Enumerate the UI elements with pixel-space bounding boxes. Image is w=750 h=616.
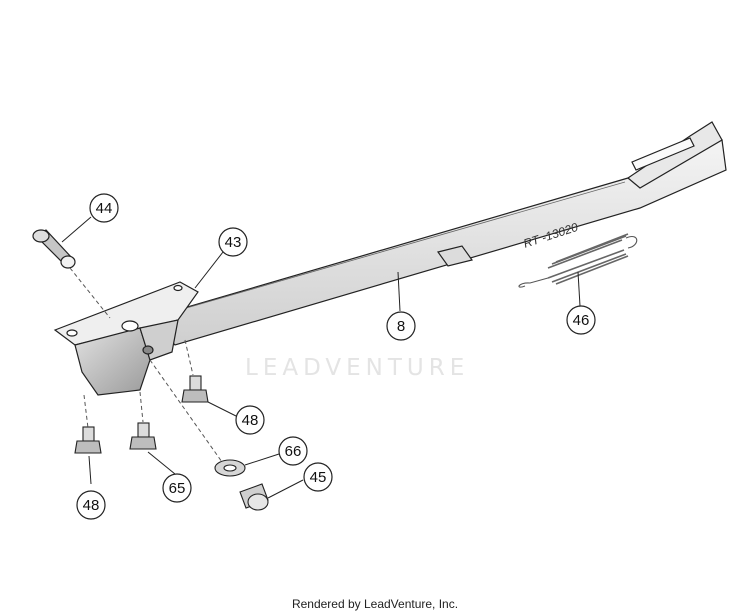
bolt-shank (82, 426, 95, 442)
bushing-flange (60, 255, 76, 269)
assembly-line (139, 391, 144, 423)
callout-45: 45 (303, 462, 333, 492)
bracket-hole (66, 329, 78, 337)
pivot-bolt-head (247, 493, 269, 511)
assembly-line (69, 267, 111, 319)
callout-66: 66 (278, 436, 308, 466)
callout-circle (89, 193, 119, 223)
callout-number: 43 (225, 234, 242, 251)
bolt-shank (189, 375, 202, 391)
spring-hook-right (625, 236, 638, 249)
bolt-shank (137, 422, 150, 438)
callout-46: 46 (566, 305, 596, 335)
spring-hook-tab (436, 245, 474, 267)
callout-number: 65 (169, 480, 186, 497)
bushing-end (32, 229, 50, 243)
callout-number: 45 (310, 469, 327, 486)
callout-number: 48 (242, 412, 259, 429)
assembly-line (184, 339, 194, 376)
assembly-line (149, 359, 223, 463)
leader-line (244, 453, 280, 466)
callout-number: 46 (573, 312, 590, 329)
callout-circle (218, 227, 248, 257)
arm-edge-line (154, 181, 626, 318)
arm-foot-ridge (631, 137, 695, 171)
pivot-bolt (239, 483, 269, 511)
leader-line (267, 479, 304, 499)
callout-circle (303, 462, 333, 492)
callout-8: 8 (386, 311, 416, 341)
assembly-line (83, 394, 89, 429)
callout-43: 43 (218, 227, 248, 257)
bolt-65 (129, 422, 157, 450)
callout-number: 44 (96, 200, 113, 217)
callout-circle (235, 405, 265, 435)
pivot-hole (121, 320, 139, 332)
bolt-flange-head (129, 436, 157, 450)
washer-hole (223, 464, 237, 472)
bolt-flange-head (181, 389, 209, 403)
callout-circle (162, 473, 192, 503)
callout-circle (278, 436, 308, 466)
washer (214, 459, 246, 477)
bolt-48-lower (74, 426, 102, 454)
spring-hook-left (518, 277, 549, 288)
assembly-lines (69, 267, 223, 463)
leader-line (207, 401, 237, 417)
leader-lines (61, 216, 581, 499)
leader-line (147, 451, 176, 475)
spring-coils (547, 233, 629, 285)
footer-credit: Rendered by LeadVenture, Inc. (291, 597, 459, 611)
parts-diagram: RT -13020 44 43 8 46 48 66 45 65 48 (32, 121, 727, 520)
leader-line (88, 455, 92, 485)
leader-line (61, 216, 92, 243)
callout-number: 8 (397, 318, 405, 335)
callout-65: 65 (162, 473, 192, 503)
kickstand-arm (148, 121, 727, 346)
callout-44: 44 (89, 193, 119, 223)
bolt-flange-head (74, 440, 102, 454)
leader-line (577, 271, 581, 307)
spring (518, 233, 638, 288)
callout-circle (566, 305, 596, 335)
callout-number: 48 (83, 497, 100, 514)
callout-number: 66 (285, 443, 302, 460)
bolt-48-upper (181, 375, 209, 403)
callout-circle (76, 490, 106, 520)
callout-48-lower: 48 (76, 490, 106, 520)
bracket-plate (53, 281, 199, 346)
leader-line (194, 251, 224, 289)
leader-line (397, 271, 401, 312)
mounting-bracket (53, 281, 199, 396)
callout-circle (386, 311, 416, 341)
pivot-stud (142, 345, 154, 355)
watermark: LEADVENTURE (245, 355, 470, 381)
bushing (32, 229, 76, 269)
bracket-hole (173, 284, 183, 292)
callout-48-upper: 48 (235, 405, 265, 435)
